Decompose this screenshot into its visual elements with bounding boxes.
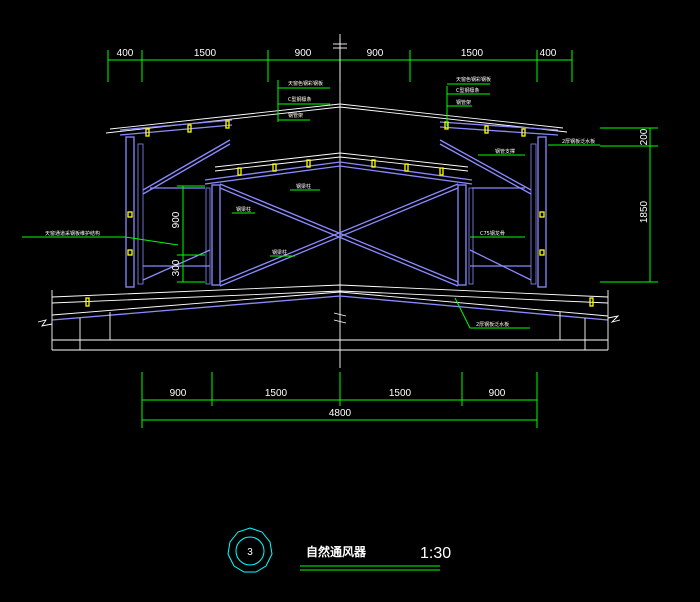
bottom-dim-2: 1500 — [265, 388, 288, 399]
top-dim-5: 1500 — [461, 48, 484, 59]
callout-top-left-3: 钢管架 — [288, 112, 303, 119]
top-dim-3: 900 — [295, 48, 312, 59]
bracing — [142, 139, 532, 287]
bottom-dimension-chain: 900 1500 1500 900 4800 — [141, 372, 538, 428]
right-dim-1: 200 — [639, 128, 650, 145]
callout-labels: 天窗色钢彩钢板 C型钢檩条 钢管架 天窗色钢彩钢板 C型钢檩条 钢管架 2厚钢板… — [45, 76, 595, 328]
steel-columns — [125, 136, 547, 288]
top-dim-1: 400 — [117, 48, 134, 59]
title-block: 3 自然通风器 1:30 — [227, 527, 451, 573]
callout-leaders — [22, 80, 600, 329]
top-dim-4: 900 — [367, 48, 384, 59]
callout-left-1: 天窗通道采钢板维护结构 — [45, 230, 100, 237]
callout-right-2: 钢管支撑 — [495, 148, 515, 155]
bottom-dim-total: 4800 — [329, 408, 352, 419]
upper-roof-cap — [105, 103, 568, 137]
detail-number: 3 — [247, 547, 253, 558]
right-dim-2: 1850 — [639, 200, 650, 223]
drawing-scale: 1:30 — [420, 545, 451, 562]
callout-top-right-3: 钢管架 — [456, 99, 471, 106]
inner-ridge-roof — [204, 152, 473, 185]
left-dim-2: 300 — [171, 259, 182, 276]
callout-top-right-1: 天窗色钢彩钢板 — [456, 76, 491, 83]
callout-top-left-2: C型钢檩条 — [288, 96, 312, 103]
center-axis — [333, 34, 347, 368]
callout-left-4: 钢梁柱 — [296, 183, 311, 190]
bottom-dim-1: 900 — [170, 388, 187, 399]
detail-number-badge — [227, 527, 273, 573]
callout-top-left-1: 天窗色钢彩钢板 — [288, 80, 323, 87]
callout-top-right-2: C型钢檩条 — [456, 87, 480, 94]
top-dim-2: 1500 — [194, 48, 217, 59]
bottom-dim-3: 1500 — [389, 388, 412, 399]
callout-left-3: 钢梁柱 — [272, 249, 287, 256]
bottom-dim-4: 900 — [489, 388, 506, 399]
top-dim-6: 400 — [540, 48, 557, 59]
left-dim-1: 900 — [171, 211, 182, 228]
left-dimension-chain: 900 300 — [171, 185, 205, 283]
right-dimension-chain: 200 1850 — [600, 127, 658, 283]
callout-bottom-right: 2厚钢板泛水板 — [476, 321, 509, 328]
callout-left-2: 钢梁柱 — [236, 206, 251, 213]
detail-title: 自然通风器 — [306, 544, 367, 559]
callout-right-1: 2厚钢板泛水板 — [562, 138, 595, 145]
callout-right-3: C75钢龙骨 — [480, 230, 505, 237]
main-roof — [37, 284, 621, 351]
